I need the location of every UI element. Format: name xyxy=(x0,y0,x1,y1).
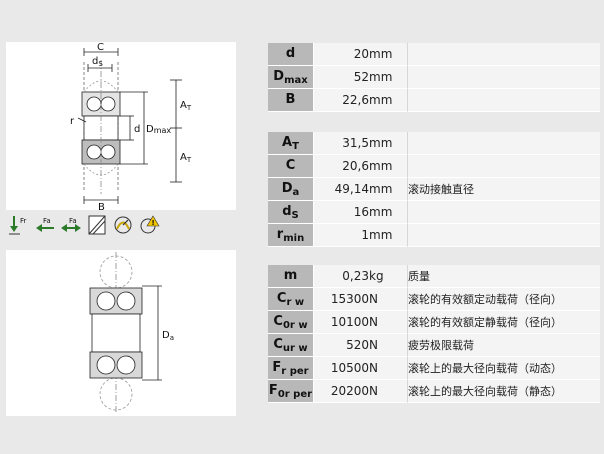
radial-load-icon[interactable]: Fr xyxy=(8,214,30,236)
parameter-symbol: rmin xyxy=(268,224,314,247)
parameter-unit: mm xyxy=(369,66,408,89)
bearing-profile-svg: Da xyxy=(89,252,174,414)
parameter-description xyxy=(408,224,600,247)
parameter-symbol: AT xyxy=(268,132,314,155)
parameter-description: 滚轮的有效额定动载荷（径向） xyxy=(408,288,600,311)
parameter-value: 15300 xyxy=(314,288,369,311)
parameter-symbol: Cr w xyxy=(268,288,314,311)
bearing-dimension-drawing: C dS r d Dmax AT AT B xyxy=(6,42,236,213)
parameter-value: 10100 xyxy=(314,311,369,334)
parameter-description xyxy=(408,132,600,155)
label-B: B xyxy=(98,202,105,210)
parameter-unit: N xyxy=(369,334,408,357)
parameter-value: 52 xyxy=(314,66,369,89)
parameter-unit: mm xyxy=(369,43,408,66)
parameter-description xyxy=(408,201,600,224)
parameter-symbol: Da xyxy=(268,178,314,201)
parameter-symbol: Cur w xyxy=(268,334,314,357)
parameter-value: 20,6 xyxy=(314,155,369,178)
parameter-unit: N xyxy=(369,380,408,403)
parameter-symbol: C xyxy=(268,155,314,178)
parameter-description xyxy=(408,66,600,89)
parameter-description xyxy=(408,43,600,66)
label-AT-upper: AT xyxy=(180,100,192,112)
axial-load-both-icon[interactable]: Fa xyxy=(60,214,82,236)
label-d: d xyxy=(134,124,140,135)
parameter-description: 滚轮上的最大径向载荷（动态） xyxy=(408,357,600,380)
label-r: r xyxy=(70,116,75,127)
parameter-symbol: F0r per xyxy=(268,380,314,403)
label-Dmax: Dmax xyxy=(146,124,171,135)
parameter-description: 滚轮的有效额定静载荷（径向） xyxy=(408,311,600,334)
svg-text:Fa: Fa xyxy=(69,217,77,225)
parameter-value: 22,6 xyxy=(314,89,369,112)
bearing-section-svg: C dS r d Dmax AT AT B xyxy=(70,42,192,213)
parameter-symbol: d xyxy=(268,43,314,66)
parameter-description: 疲劳极限载荷 xyxy=(408,334,600,357)
parameter-value: 31,5 xyxy=(314,132,369,155)
parameter-value: 16 xyxy=(314,201,369,224)
parameter-value: 520 xyxy=(314,334,369,357)
parameter-value: 20 xyxy=(314,43,369,66)
parameter-symbol: m xyxy=(268,265,314,288)
parameter-description xyxy=(408,155,600,178)
label-C: C xyxy=(97,42,104,53)
parameter-unit: N xyxy=(369,288,408,311)
svg-text:Fa: Fa xyxy=(43,217,51,225)
parameter-unit: mm xyxy=(369,201,408,224)
parameter-unit: mm xyxy=(369,155,408,178)
parameter-description: 滚轮上的最大径向载荷（静态） xyxy=(408,380,600,403)
parameter-description: 滚动接触直径 xyxy=(408,178,600,201)
parameter-value: 1 xyxy=(314,224,369,247)
seal-icon[interactable] xyxy=(86,214,108,236)
parameter-value: 0,23 xyxy=(314,265,369,288)
temperature-warning-icon[interactable]: ! xyxy=(138,214,160,236)
parameter-symbol: C0r w xyxy=(268,311,314,334)
parameter-unit: mm xyxy=(369,89,408,112)
label-Da: Da xyxy=(162,330,174,342)
parameter-symbol: Dmax xyxy=(268,66,314,89)
svg-text:!: ! xyxy=(152,219,155,227)
parameter-unit: mm xyxy=(369,178,408,201)
parameter-symbol: dS xyxy=(268,201,314,224)
bearing-profile-drawing: Da xyxy=(6,250,236,416)
axial-load-left-icon[interactable]: Fa xyxy=(34,214,56,236)
parameter-symbol: Fr per xyxy=(268,357,314,380)
parameter-unit: mm xyxy=(369,224,408,247)
speed-icon[interactable] xyxy=(112,214,134,236)
parameter-value: 10500 xyxy=(314,357,369,380)
parameter-unit: kg xyxy=(369,265,408,288)
parameter-value: 20200 xyxy=(314,380,369,403)
label-AT-lower: AT xyxy=(180,152,192,164)
parameter-symbol: B xyxy=(268,89,314,112)
parameter-unit: N xyxy=(369,357,408,380)
svg-text:Fr: Fr xyxy=(20,217,27,225)
label-ds: dS xyxy=(92,56,103,68)
parameter-unit: N xyxy=(369,311,408,334)
load-direction-icon-strip: Fr Fa Fa ! xyxy=(6,212,236,240)
parameter-value: 49,14 xyxy=(314,178,369,201)
parameter-description: 质量 xyxy=(408,265,600,288)
parameter-unit: mm xyxy=(369,132,408,155)
parameter-description xyxy=(408,89,600,112)
